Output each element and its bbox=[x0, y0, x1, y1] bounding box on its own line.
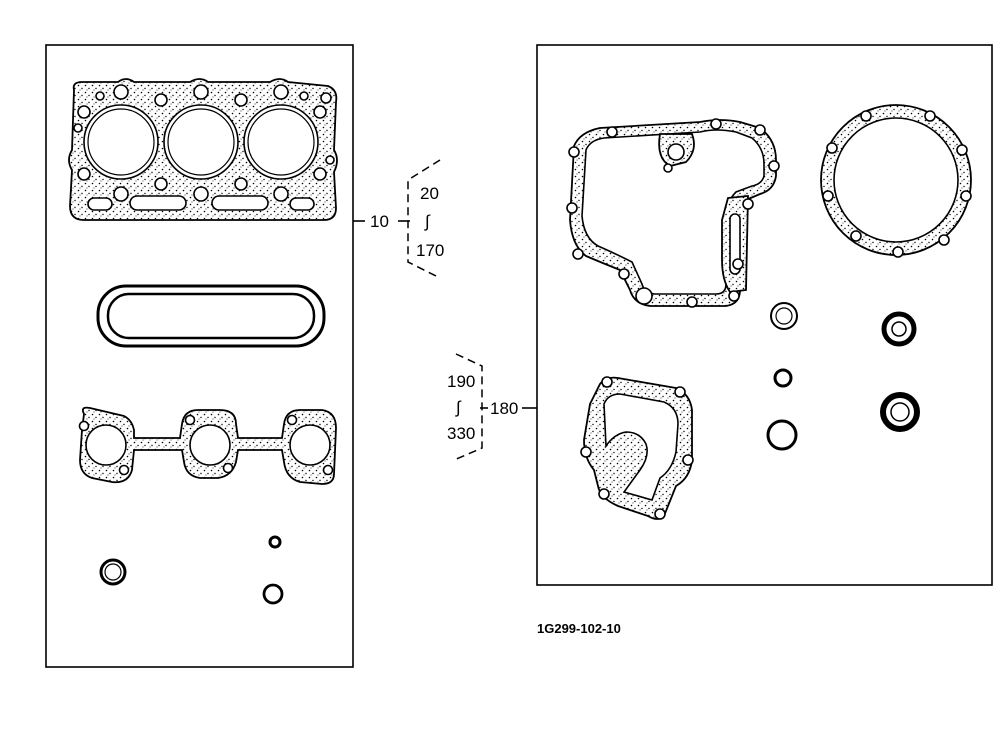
lower-gasket-set-frame bbox=[536, 44, 993, 586]
drawing-code: 1G299-102-10 bbox=[537, 621, 621, 636]
callout-lower-set: 190 ∫ 330 180 bbox=[447, 353, 537, 461]
range-from-20: 20 bbox=[420, 184, 439, 203]
exhaust-manifold-gasket bbox=[78, 406, 337, 485]
range-from-190: 190 bbox=[447, 372, 475, 391]
water-pump-gasket bbox=[580, 376, 694, 520]
ref-180: 180 bbox=[490, 399, 518, 418]
rocker-cover-gasket bbox=[96, 284, 326, 348]
left-o-rings bbox=[99, 535, 284, 605]
gear-case-gasket bbox=[566, 118, 780, 308]
flywheel-housing-gasket bbox=[820, 104, 972, 258]
ref-10: 10 bbox=[370, 212, 389, 231]
range-to-170: 170 bbox=[416, 241, 444, 260]
cylinder-head-gasket bbox=[68, 78, 338, 221]
range-sep-left: ∫ bbox=[424, 212, 431, 231]
upper-gasket-set-frame bbox=[45, 44, 354, 668]
range-sep-right: ∫ bbox=[455, 398, 462, 417]
right-o-rings-and-seals bbox=[766, 302, 920, 451]
range-to-330: 330 bbox=[447, 424, 475, 443]
callout-upper-set: 10 20 ∫ 170 bbox=[353, 159, 444, 279]
